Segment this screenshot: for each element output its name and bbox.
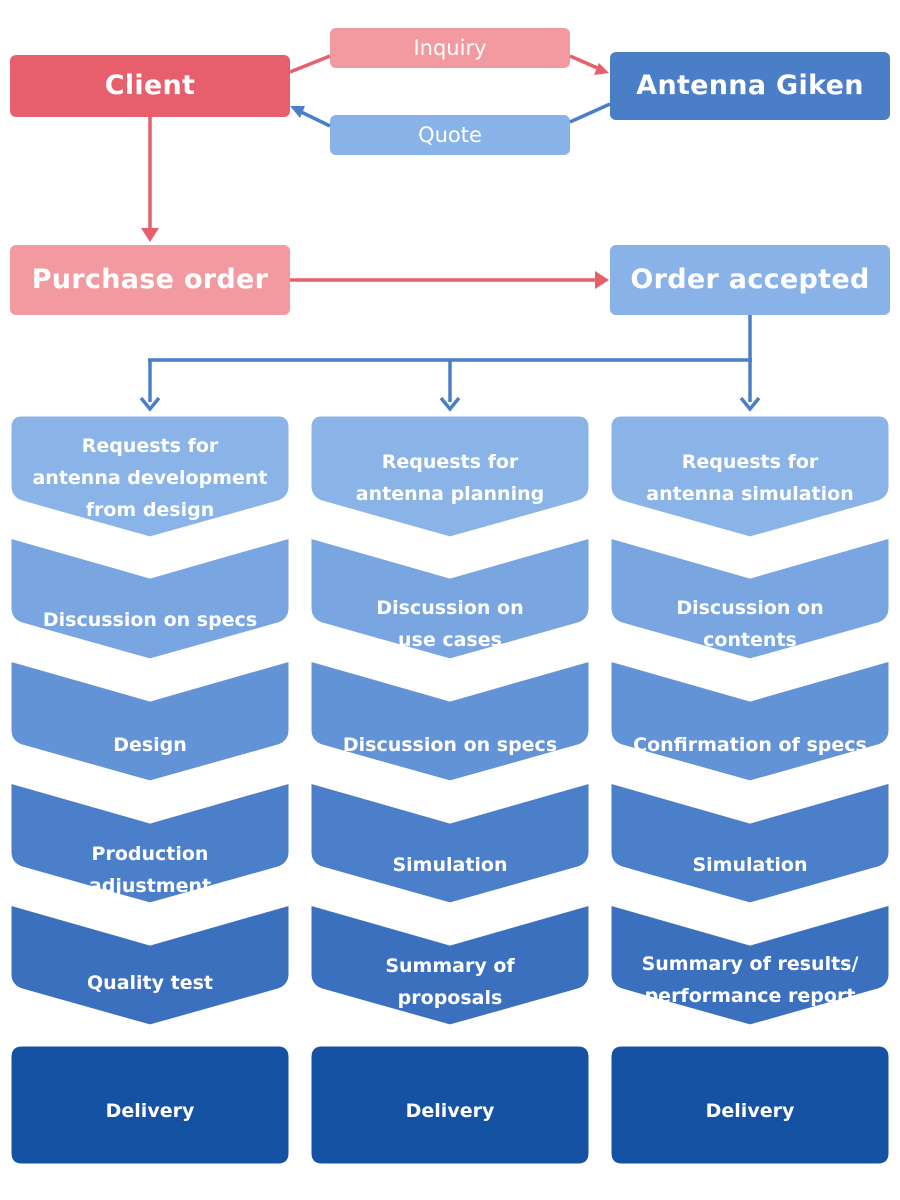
quote-label: Quote	[418, 123, 482, 147]
col1-step1-label: Requests for antenna development from de…	[32, 435, 268, 521]
col2-step4-label: Simulation	[392, 854, 508, 876]
col1-step1-shape	[8, 413, 292, 540]
order-accepted-box	[610, 245, 890, 315]
col3-step1-label: Requests for antenna simulation	[646, 451, 854, 505]
branch-arrowhead-1	[139, 396, 161, 412]
col3-step2-label: Discussion on contents	[676, 597, 824, 651]
col2-step2-shape	[308, 535, 592, 662]
col3-step5-label: Summary of results/ performance report	[641, 953, 859, 1007]
col1-step6-shape	[8, 1043, 292, 1167]
branch-arrowhead-2	[439, 396, 461, 412]
col1-step4-label: Production adjustment	[88, 843, 212, 897]
inquiry-arrow-line	[569, 54, 603, 72]
col1-step3-shape	[8, 658, 292, 784]
branch-arrowhead-3	[739, 396, 761, 412]
quote-connector	[569, 102, 611, 124]
col2-step6-shape	[308, 1043, 592, 1167]
col1-step4-shape	[8, 780, 292, 906]
col2-step3-label: Discussion on specs	[342, 734, 558, 756]
quote-arrow-line	[296, 108, 331, 128]
col2-step3-shape	[308, 658, 592, 784]
col1-step5-label: Quality test	[87, 972, 213, 994]
col1-step2-label: Discussion on specs	[42, 609, 258, 631]
col3-step4-label: Simulation	[692, 854, 808, 876]
order-accepted-label: Order accepted	[630, 264, 870, 295]
col2-step5-label: Summary of proposals	[385, 955, 515, 1009]
col3-step4-shape	[608, 780, 892, 906]
col3-step3-label: Confirmation of specs	[633, 734, 867, 756]
company-label: Antenna Giken	[636, 70, 864, 101]
client-box	[10, 55, 290, 117]
col2-step6-label: Delivery	[405, 1100, 495, 1122]
col3-step6-shape	[608, 1043, 892, 1167]
col3-step6-label: Delivery	[705, 1100, 795, 1122]
col3-step3-shape	[608, 658, 892, 784]
col2-step2-label: Discussion on use cases	[376, 597, 524, 651]
col1-step5-shape	[8, 902, 292, 1028]
client-label: Client	[104, 70, 196, 101]
inquiry-arrowhead	[594, 63, 609, 75]
col3-step5-shape	[608, 902, 892, 1028]
po-to-accepted-arrowhead	[595, 271, 609, 289]
col2-step5-shape	[308, 902, 592, 1028]
col1-step6-label: Delivery	[105, 1100, 195, 1122]
client-to-po-arrowhead	[141, 228, 159, 242]
col3-step2-shape	[608, 535, 892, 662]
col2-step4-shape	[308, 780, 592, 906]
quote-pill	[330, 115, 570, 155]
col2-step1-shape	[308, 413, 592, 540]
process-columns	[8, 413, 892, 1167]
inquiry-connector	[289, 54, 331, 74]
inquiry-label: Inquiry	[413, 36, 487, 60]
quote-arrowhead	[290, 106, 305, 118]
company-box	[610, 52, 890, 120]
col2-step1-label: Requests for antenna planning	[355, 451, 545, 505]
purchase-order-box	[10, 245, 290, 315]
col1-step3-label: Design	[113, 734, 187, 756]
col1-step2-shape	[8, 535, 292, 662]
purchase-order-label: Purchase order	[31, 264, 269, 295]
col3-step1-shape	[608, 413, 892, 540]
inquiry-pill	[330, 28, 570, 68]
